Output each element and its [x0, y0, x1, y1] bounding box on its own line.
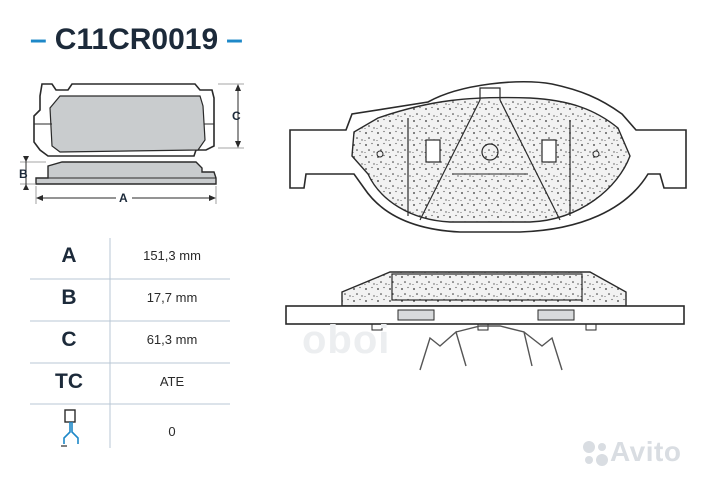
avito-watermark: Avito — [610, 436, 682, 467]
spec-table-grid — [30, 238, 230, 448]
part-number-title: – C11CR0019 – — [22, 20, 251, 60]
spec-value: ATE — [159, 374, 185, 389]
spec-key: C — [61, 328, 77, 351]
pad-side-friction — [341, 271, 627, 307]
dim-b-label: B — [19, 167, 28, 181]
wear-sensor-icon — [61, 409, 79, 447]
title-dash-right: – — [226, 23, 243, 56]
spec-row-tc: TC ATE — [30, 364, 230, 404]
pad-friction-area — [49, 95, 206, 153]
spec-row-c: C 61,3 mm — [30, 322, 230, 362]
dim-c-label: C — [232, 109, 241, 123]
avito-dots-icon — [583, 441, 608, 466]
spec-value: 17,7 mm — [146, 290, 198, 305]
spec-key: TC — [55, 370, 83, 393]
spec-row-a: A 151,3 mm — [30, 238, 230, 278]
dimension-diagram: C B A — [19, 83, 244, 205]
spec-value: 61,3 mm — [146, 332, 198, 347]
spec-row-sensor: 0 — [30, 408, 230, 448]
spec-value: 0 — [168, 424, 176, 439]
part-number: C11CR0019 — [54, 23, 219, 56]
brake-pad-drawing — [285, 80, 687, 371]
anti-rattle-spring — [419, 325, 563, 371]
spec-key: B — [61, 286, 77, 309]
overlay-watermark: oboi — [302, 318, 391, 362]
spec-key: A — [61, 244, 77, 267]
title-dash-left: – — [30, 23, 47, 56]
spec-value: 151,3 mm — [143, 248, 201, 263]
pad-side-view — [35, 161, 217, 185]
dim-a-label: A — [119, 191, 128, 205]
spec-row-b: B 17,7 mm — [30, 280, 230, 320]
